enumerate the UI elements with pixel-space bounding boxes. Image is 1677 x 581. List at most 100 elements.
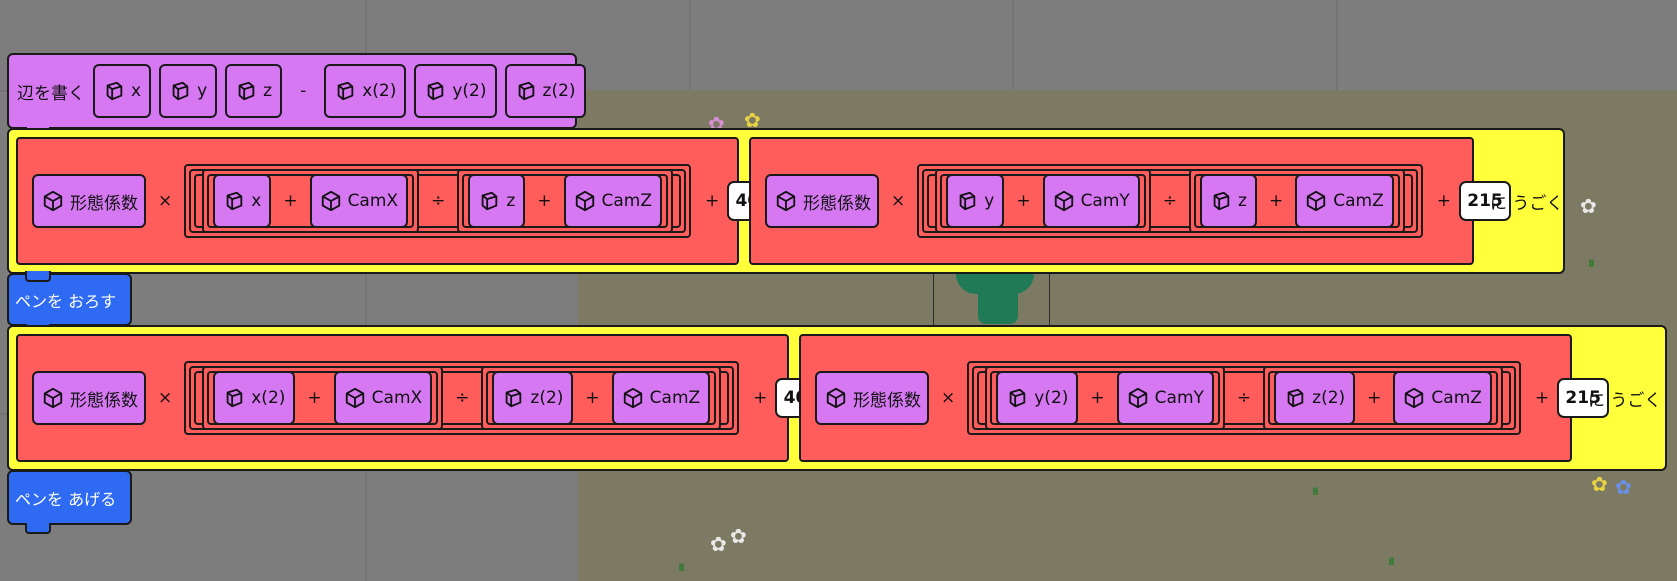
var-b[interactable]: z bbox=[1200, 174, 1257, 228]
times-operator: × bbox=[158, 388, 173, 408]
pen-up-label: ペンを あげる bbox=[15, 489, 117, 509]
cube-icon bbox=[1210, 190, 1232, 212]
divide-group[interactable]: y(2) + CamY ÷ z(2) + CamZ bbox=[967, 361, 1521, 435]
var-cam-b[interactable]: CamZ bbox=[1295, 174, 1394, 228]
cube-icon bbox=[478, 190, 500, 212]
cube-icon bbox=[320, 190, 342, 212]
define-edge-block[interactable]: 辺を書く x y z - x(2) y(2) z(2) bbox=[7, 53, 586, 138]
cube-icon bbox=[42, 190, 64, 212]
cube-icon bbox=[1127, 387, 1149, 409]
pen-down-label: ペンを おろす bbox=[15, 291, 117, 311]
flower-icon: ✿ bbox=[710, 532, 727, 556]
coef-variable[interactable]: 形態係数 bbox=[32, 174, 146, 228]
plus-operator: + bbox=[1268, 191, 1284, 211]
cube-icon bbox=[169, 80, 191, 102]
cube-icon bbox=[1284, 387, 1306, 409]
offset-y-input[interactable]: 215 bbox=[1557, 378, 1610, 418]
divide-group[interactable]: x(2) + CamX ÷ z(2) + CamZ bbox=[184, 361, 740, 435]
grass-icon: ıı bbox=[1312, 484, 1319, 499]
coef-variable[interactable]: 形態係数 bbox=[765, 174, 879, 228]
block-connector bbox=[25, 523, 51, 534]
param-x2[interactable]: x(2) bbox=[324, 64, 407, 118]
flower-icon: ✿ bbox=[1615, 475, 1632, 499]
block-connector bbox=[25, 271, 51, 282]
plus-operator: + bbox=[1534, 388, 1550, 408]
param-x[interactable]: x bbox=[93, 64, 152, 118]
offset-y-input[interactable]: 215 bbox=[1458, 181, 1511, 221]
cube-icon bbox=[775, 190, 797, 212]
grid-line bbox=[365, 0, 367, 581]
y-expression-1[interactable]: 形態係数 × y + CamY ÷ z + CamZ + 215 bbox=[749, 137, 1511, 265]
var-cam-b[interactable]: CamZ bbox=[563, 174, 662, 228]
x-expression-2[interactable]: 形態係数 × x(2) + CamX ÷ z(2) + CamZ + 400 bbox=[16, 334, 828, 462]
divide-operator: ÷ bbox=[431, 191, 446, 211]
y-expression-2[interactable]: 形態係数 × y(2) + CamY ÷ z(2) + CamZ + 215 bbox=[799, 334, 1610, 462]
cube-icon bbox=[334, 80, 356, 102]
coef-variable[interactable]: 形態係数 bbox=[32, 371, 146, 425]
character-sprite[interactable] bbox=[978, 272, 1018, 324]
move-block-1[interactable]: 形態係数 × x + CamX ÷ z + CamZ + 400 形態係数 × … bbox=[7, 128, 1565, 274]
plus-operator: + bbox=[1436, 191, 1451, 211]
plus-operator: + bbox=[585, 388, 600, 408]
var-cam-b[interactable]: CamZ bbox=[611, 371, 711, 425]
cube-icon bbox=[235, 80, 257, 102]
cube-icon bbox=[223, 387, 245, 409]
cube-icon bbox=[956, 190, 978, 212]
var-a[interactable]: y(2) bbox=[996, 371, 1079, 425]
flower-icon: ✿ bbox=[730, 524, 747, 548]
var-cam-a[interactable]: CamY bbox=[1042, 174, 1140, 228]
grass-icon: ıı bbox=[1588, 256, 1595, 271]
var-cam-a[interactable]: CamX bbox=[333, 371, 433, 425]
flower-icon: ✿ bbox=[744, 108, 761, 132]
cube-icon bbox=[424, 80, 446, 102]
times-operator: × bbox=[941, 388, 956, 408]
divide-operator: ÷ bbox=[455, 388, 470, 408]
pen-down-block[interactable]: ペンを おろす bbox=[7, 271, 132, 335]
coef-variable[interactable]: 形態係数 bbox=[815, 371, 929, 425]
move-label: に うごく bbox=[1490, 193, 1564, 214]
cube-icon bbox=[622, 387, 644, 409]
plus-operator: + bbox=[537, 191, 552, 211]
var-cam-a[interactable]: CamY bbox=[1116, 371, 1214, 425]
plus-operator: + bbox=[283, 191, 298, 211]
param-y2[interactable]: y(2) bbox=[414, 64, 497, 118]
cube-icon bbox=[515, 80, 537, 102]
cube-icon bbox=[1053, 190, 1075, 212]
move-block-2[interactable]: 形態係数 × x(2) + CamX ÷ z(2) + CamZ + 400 形… bbox=[7, 325, 1667, 471]
grass-icon: ıı bbox=[1388, 554, 1395, 569]
plus-operator: + bbox=[705, 191, 720, 211]
divide-group[interactable]: y + CamY ÷ z + CamZ bbox=[917, 164, 1423, 238]
var-b[interactable]: z bbox=[468, 174, 526, 228]
var-a[interactable]: y bbox=[946, 174, 1005, 228]
divide-group[interactable]: x + CamX ÷ z + CamZ bbox=[184, 164, 691, 238]
param-y[interactable]: y bbox=[159, 64, 218, 118]
move-label: に うごく bbox=[1588, 390, 1662, 411]
var-cam-a[interactable]: CamX bbox=[309, 174, 409, 228]
cube-icon bbox=[1403, 387, 1425, 409]
x-expression-1[interactable]: 形態係数 × x + CamX ÷ z + CamZ + 400 bbox=[16, 137, 780, 265]
cube-icon bbox=[1305, 190, 1327, 212]
cube-icon bbox=[574, 190, 596, 212]
pen-up-block[interactable]: ペンを あげる bbox=[7, 470, 132, 534]
times-operator: × bbox=[891, 191, 906, 211]
times-operator: × bbox=[158, 191, 173, 211]
var-a[interactable]: x(2) bbox=[213, 371, 296, 425]
sprite-bounding-box bbox=[933, 270, 1050, 325]
var-b[interactable]: z(2) bbox=[492, 371, 574, 425]
var-b[interactable]: z(2) bbox=[1274, 371, 1356, 425]
var-a[interactable]: x bbox=[213, 174, 272, 228]
var-cam-b[interactable]: CamZ bbox=[1393, 371, 1492, 425]
plus-operator: + bbox=[1367, 388, 1382, 408]
cube-icon bbox=[1006, 387, 1028, 409]
cube-icon bbox=[825, 387, 847, 409]
plus-operator: + bbox=[1016, 191, 1031, 211]
flower-icon: ✿ bbox=[1591, 472, 1608, 496]
param-z2[interactable]: z(2) bbox=[504, 64, 586, 118]
cube-icon bbox=[223, 190, 245, 212]
divide-operator: ÷ bbox=[1162, 191, 1178, 211]
divide-operator: ÷ bbox=[1236, 388, 1252, 408]
define-edge-label: 辺を書く bbox=[17, 83, 85, 104]
cube-icon bbox=[42, 387, 64, 409]
cube-icon bbox=[344, 387, 366, 409]
param-z[interactable]: z bbox=[225, 64, 283, 118]
